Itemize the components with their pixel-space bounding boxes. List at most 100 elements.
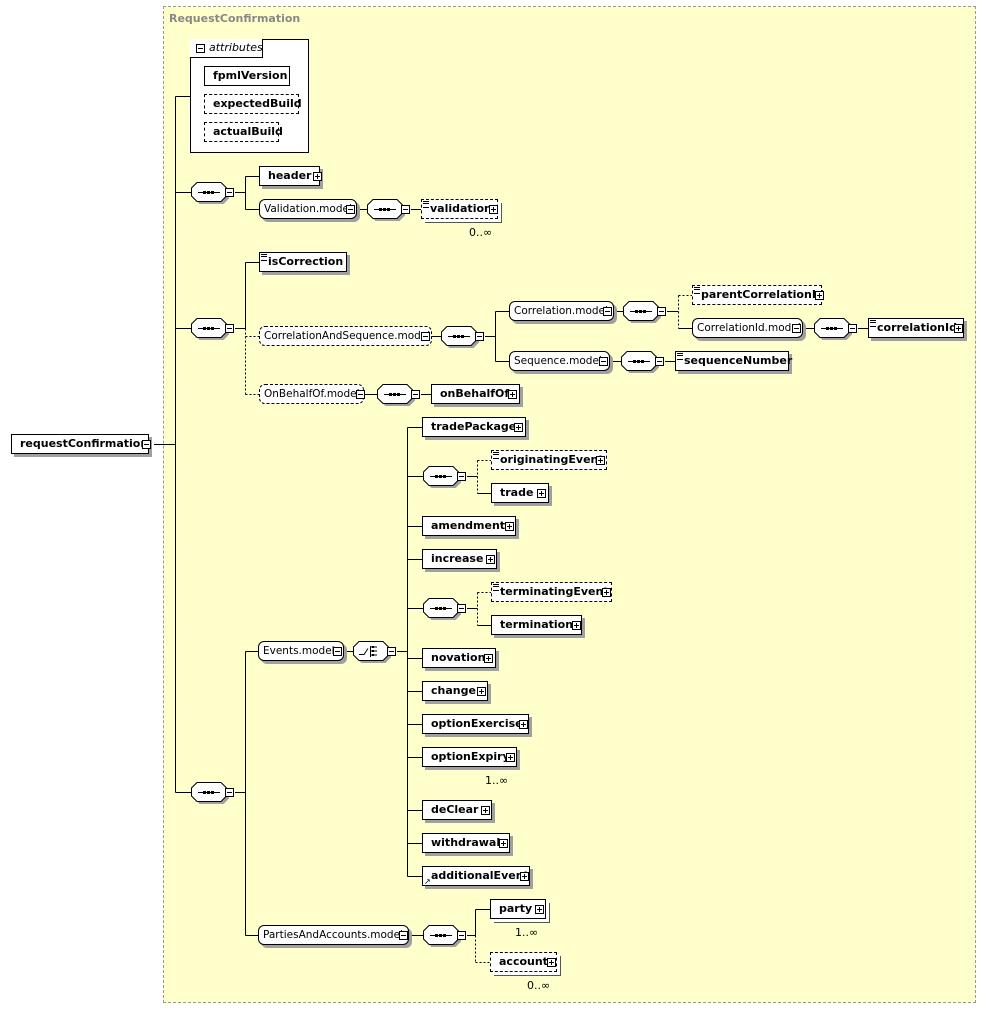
element-originatingEvent[interactable]: originatingEvent [491,450,607,470]
collapse-icon[interactable] [848,324,857,333]
expand-icon[interactable] [519,720,528,729]
element-increase[interactable]: increase [422,549,497,569]
collapse-icon[interactable] [603,307,612,316]
element-correlationId[interactable]: correlationId [868,318,964,338]
element-onBehalfOf[interactable]: onBehalfOf [431,384,520,404]
element-party[interactable]: party [490,899,546,919]
group-correlationId-model[interactable]: CorrelationId.model [692,318,803,338]
element-change[interactable]: change [422,681,488,701]
attribute-expectedBuild[interactable]: expectedBuild [204,94,302,114]
documentation-icon [870,320,876,327]
element-deClear[interactable]: deClear [422,800,492,820]
documentation-icon [677,353,683,360]
expand-icon[interactable] [602,588,611,597]
element-amendment[interactable]: amendment [422,516,516,536]
element-trade[interactable]: trade [491,483,549,503]
sequence-compositor-icon[interactable] [814,318,852,340]
collapse-icon[interactable] [196,44,205,53]
expand-icon[interactable] [508,390,517,399]
collapse-icon[interactable] [399,931,408,940]
collapse-icon[interactable] [457,472,466,481]
sequence-compositor-icon[interactable] [191,782,229,804]
expand-icon[interactable] [313,172,322,181]
element-account[interactable]: account [490,952,557,972]
element-optionExpiry[interactable]: optionExpiry [422,747,517,767]
expand-icon[interactable] [596,456,605,465]
collapse-icon[interactable] [346,205,355,214]
sequence-compositor-icon[interactable] [623,301,661,323]
sequence-compositor-icon[interactable] [191,182,229,204]
expand-icon[interactable] [477,687,486,696]
sequence-compositor-icon[interactable] [191,318,229,340]
element-optionExercise[interactable]: optionExercise [422,714,529,734]
sequence-compositor-icon[interactable] [423,598,461,620]
attribute-actualBuild[interactable]: actualBuild [204,122,283,142]
element-label: requestConfirmation [20,437,149,450]
group-events-model[interactable]: Events.model [258,641,344,661]
expand-icon[interactable] [572,621,581,630]
sequence-compositor-icon[interactable] [621,351,659,373]
element-termination[interactable]: termination [491,615,582,635]
element-validation[interactable]: validation [421,199,498,219]
element-header[interactable]: header [259,166,320,186]
collapse-icon[interactable] [387,647,396,656]
group-correlation-model[interactable]: Correlation.model [509,301,614,321]
choice-compositor-icon[interactable] [353,641,391,663]
group-parties-and-accounts-model[interactable]: PartiesAndAccounts.model [258,925,409,945]
expand-icon[interactable] [514,423,523,432]
expand-icon[interactable] [815,291,824,300]
element-novation[interactable]: novation [422,648,496,668]
expand-icon[interactable] [489,205,498,214]
group-onBehalfOf-model[interactable]: OnBehalfOf.model [259,384,364,404]
element-isCorrection[interactable]: isCorrection [259,252,347,272]
collapse-icon[interactable] [792,324,801,333]
expand-icon[interactable] [484,654,493,663]
expand-icon[interactable] [505,522,514,531]
expand-icon[interactable] [481,806,490,815]
sequence-compositor-icon[interactable] [423,466,461,488]
group-correlation-and-sequence-model[interactable]: CorrelationAndSequence.model [259,326,432,346]
collapse-icon[interactable] [457,931,466,940]
expand-icon[interactable] [499,839,508,848]
collapse-icon[interactable] [411,390,420,399]
collapse-icon[interactable] [333,647,342,656]
group-sequence-model[interactable]: Sequence.model [509,351,610,371]
collapse-icon[interactable] [457,604,466,613]
expand-icon[interactable] [954,324,963,333]
expand-icon[interactable] [486,555,495,564]
expand-icon[interactable] [535,905,544,914]
expand-icon[interactable] [520,872,529,881]
cardinality-label: 1..∞ [485,774,509,787]
cardinality-label: 0..∞ [527,979,551,992]
collapse-icon[interactable] [599,357,608,366]
root-element-requestConfirmation[interactable]: requestConfirmation [11,434,149,454]
sequence-compositor-icon[interactable] [377,384,415,406]
collapse-icon[interactable] [401,205,410,214]
element-terminatingEvent[interactable]: terminatingEvent [491,582,612,602]
collapse-icon[interactable] [475,332,484,341]
expand-icon[interactable] [537,489,546,498]
element-sequenceNumber[interactable]: sequenceNumber [675,351,792,371]
attribute-fpmlVersion[interactable]: fpmlVersion [204,66,290,86]
sequence-compositor-icon[interactable] [367,199,405,221]
sequence-compositor-icon[interactable] [441,326,479,348]
expand-icon[interactable] [506,753,515,762]
element-parentCorrelationId[interactable]: parentCorrelationId [692,285,824,305]
attributes-tab [190,39,263,58]
collapse-icon[interactable] [225,324,234,333]
expand-icon[interactable] [547,958,556,967]
collapse-icon[interactable] [225,788,234,797]
collapse-icon[interactable] [657,307,666,316]
collapse-icon[interactable] [142,440,151,449]
group-validation-model[interactable]: Validation.model [259,199,357,219]
element-tradePackage[interactable]: tradePackage [422,417,526,437]
cardinality-label: 1..∞ [515,926,539,939]
element-withdrawal[interactable]: withdrawal [422,833,510,853]
sequence-compositor-icon[interactable] [423,925,461,947]
collapse-icon[interactable] [655,357,664,366]
collapse-icon[interactable] [421,332,430,341]
collapse-icon[interactable] [225,188,234,197]
collapse-icon[interactable] [356,390,365,399]
element-additionalEvent[interactable]: additionalEvent [422,866,530,886]
